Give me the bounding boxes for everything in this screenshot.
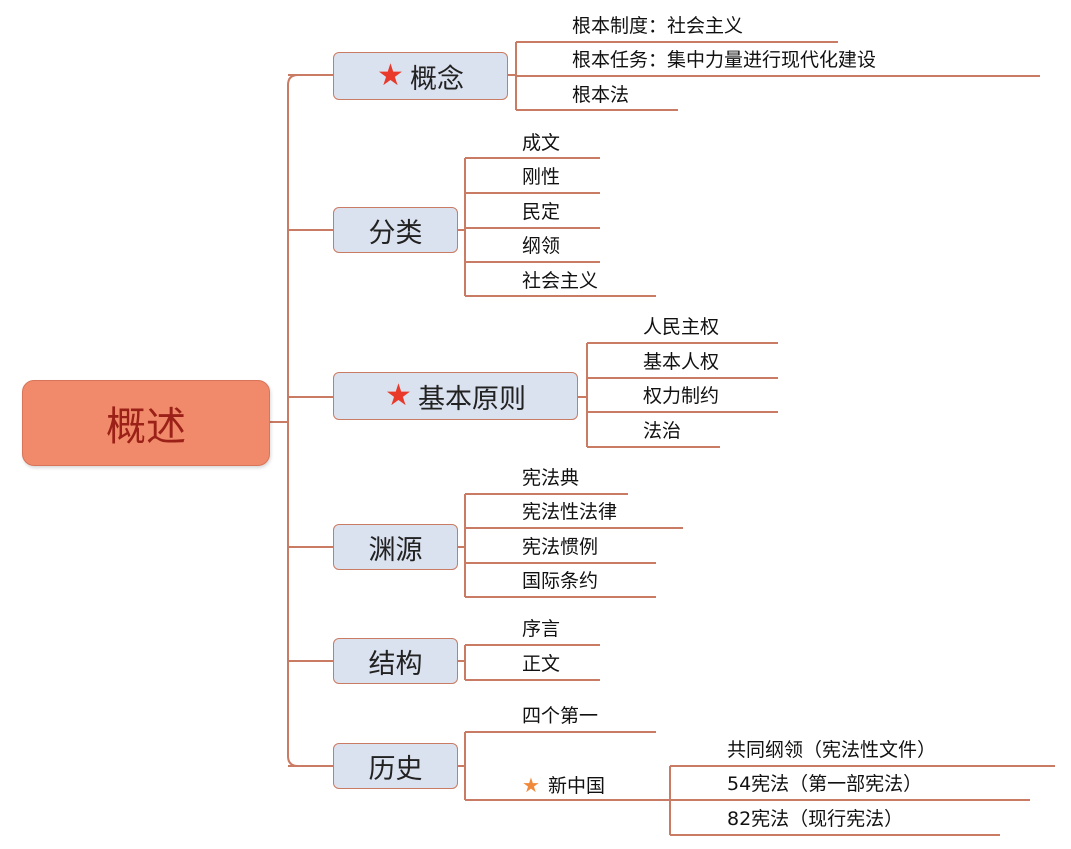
leaf-classification-3: 民定	[522, 201, 561, 223]
branch-principles[interactable]: ★ 基本原则	[333, 372, 578, 420]
leaf-new-china-3: 82宪法（现行宪法）	[727, 808, 904, 830]
star-icon: ★	[377, 58, 404, 93]
leaf-sources-4: 国际条约	[522, 570, 599, 592]
leaf-classification-5: 社会主义	[522, 270, 599, 292]
branch-label: 概念	[409, 63, 464, 95]
leaf-principles-4: 法治	[643, 420, 682, 442]
leaf-history-new-china: ★ 新中国	[522, 775, 605, 796]
leaf-history-2-label: 新中国	[547, 775, 605, 797]
branch-label: 分类	[368, 217, 423, 249]
leaf-sources-2: 宪法性法律	[522, 501, 618, 523]
leaf-classification-1: 成文	[522, 132, 561, 154]
leaf-classification-4: 纲领	[522, 235, 561, 257]
root-label: 概述	[106, 404, 186, 450]
leaf-structure-1: 序言	[522, 618, 561, 640]
star-icon: ★	[522, 773, 540, 797]
branch-structure[interactable]: 结构	[333, 638, 458, 684]
star-icon: ★	[385, 378, 412, 413]
branch-concept[interactable]: ★ 概念	[333, 52, 508, 100]
branch-history[interactable]: 历史	[333, 743, 458, 789]
leaf-classification-2: 刚性	[522, 166, 561, 188]
branch-label: 历史	[368, 753, 423, 785]
leaf-new-china-2: 54宪法（第一部宪法）	[727, 773, 923, 795]
branch-label: 渊源	[368, 534, 423, 566]
leaf-principles-1: 人民主权	[643, 316, 720, 338]
leaf-sources-3: 宪法惯例	[522, 536, 599, 558]
leaf-sources-1: 宪法典	[522, 467, 580, 489]
leaf-concept-3: 根本法	[572, 84, 630, 106]
leaf-concept-2: 根本任务：集中力量进行现代化建设	[572, 49, 877, 71]
leaf-principles-3: 权力制约	[643, 385, 720, 407]
branch-label: 结构	[368, 648, 423, 680]
leaf-principles-2: 基本人权	[643, 351, 720, 373]
leaf-history-1: 四个第一	[522, 705, 599, 727]
leaf-structure-2: 正文	[522, 653, 561, 675]
leaf-concept-1: 根本制度：社会主义	[572, 15, 744, 37]
branch-sources[interactable]: 渊源	[333, 524, 458, 570]
branch-classification[interactable]: 分类	[333, 207, 458, 253]
branch-label: 基本原则	[417, 383, 526, 415]
leaf-new-china-1: 共同纲领（宪法性文件）	[727, 739, 937, 761]
trunk-line	[287, 74, 299, 767]
root-node[interactable]: 概述	[22, 380, 270, 466]
